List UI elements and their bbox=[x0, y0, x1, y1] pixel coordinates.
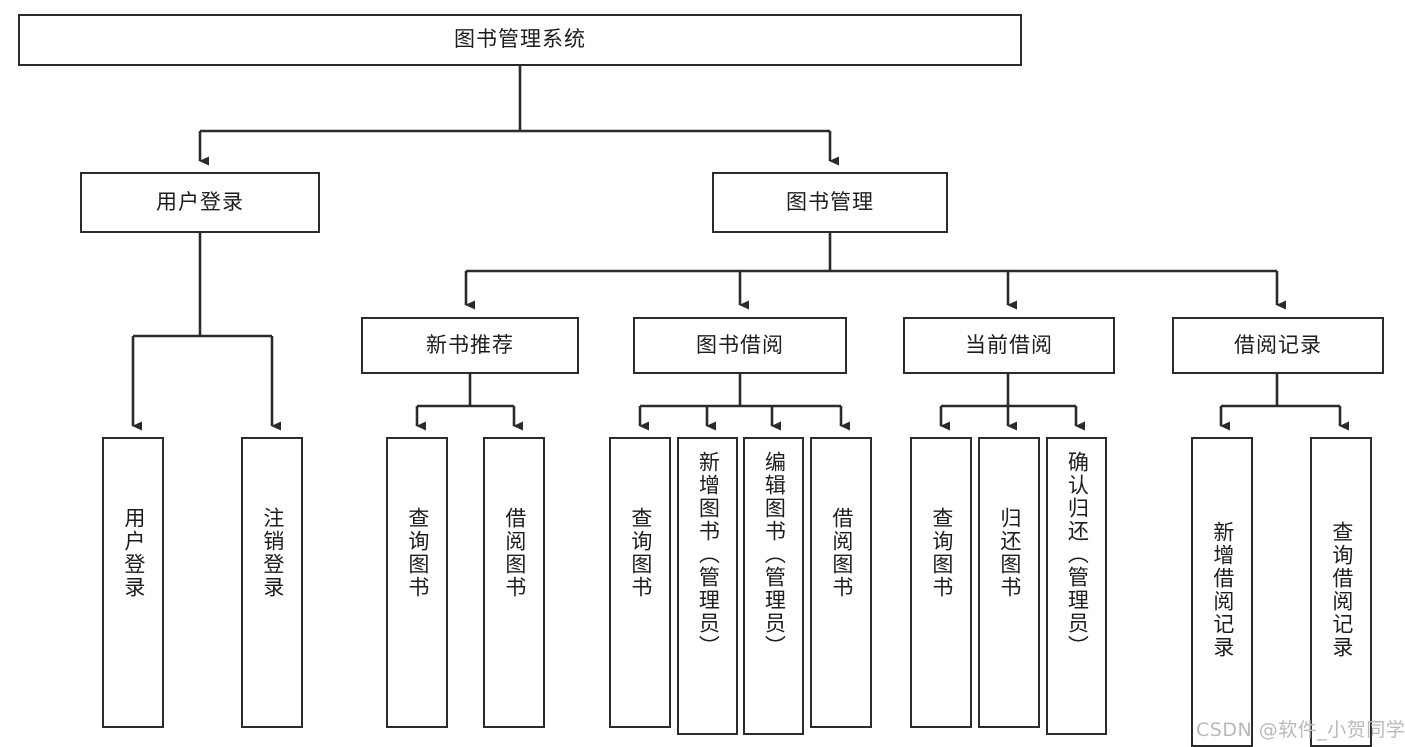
leaf-user-login-logout-label: 注销登录 bbox=[260, 507, 285, 599]
node-borrow-record[interactable]: 借阅记录 bbox=[1172, 317, 1384, 374]
leaf-book-borrow-add[interactable]: 新增图书（管理员） bbox=[677, 437, 738, 735]
node-new-book-recommend-label: 新书推荐 bbox=[426, 332, 514, 357]
leaf-new-book-borrow-label: 借阅图书 bbox=[502, 507, 527, 599]
leaf-current-borrow-return-label: 归还图书 bbox=[997, 507, 1022, 599]
leaf-book-borrow-edit[interactable]: 编辑图书（管理员） bbox=[743, 437, 804, 735]
leaf-user-login-login[interactable]: 用户登录 bbox=[102, 437, 164, 728]
leaf-book-borrow-edit-label: 编辑图书（管理员） bbox=[762, 451, 787, 658]
leaf-current-borrow-confirm[interactable]: 确认归还（管理员） bbox=[1046, 437, 1107, 735]
node-borrow-record-label: 借阅记录 bbox=[1234, 332, 1322, 357]
node-root[interactable]: 图书管理系统 bbox=[18, 14, 1022, 66]
leaf-new-book-query[interactable]: 查询图书 bbox=[386, 437, 448, 728]
node-book-borrow[interactable]: 图书借阅 bbox=[633, 317, 847, 374]
leaf-borrow-record-query-label: 查询借阅记录 bbox=[1329, 521, 1354, 659]
leaf-book-borrow-borrow-label: 借阅图书 bbox=[829, 507, 854, 599]
leaf-borrow-record-add-label: 新增借阅记录 bbox=[1210, 521, 1235, 659]
leaf-book-borrow-add-label: 新增图书（管理员） bbox=[696, 451, 721, 658]
node-book-management[interactable]: 图书管理 bbox=[712, 172, 948, 233]
leaf-current-borrow-query[interactable]: 查询图书 bbox=[910, 437, 972, 728]
node-new-book-recommend[interactable]: 新书推荐 bbox=[361, 317, 579, 374]
node-user-login[interactable]: 用户登录 bbox=[80, 172, 320, 233]
node-root-label: 图书管理系统 bbox=[454, 27, 586, 52]
leaf-new-book-borrow[interactable]: 借阅图书 bbox=[483, 437, 545, 728]
leaf-book-borrow-query-label: 查询图书 bbox=[628, 507, 653, 599]
leaf-current-borrow-return[interactable]: 归还图书 bbox=[978, 437, 1040, 728]
node-current-borrow[interactable]: 当前借阅 bbox=[903, 317, 1115, 374]
node-user-login-label: 用户登录 bbox=[156, 189, 244, 214]
leaf-borrow-record-query[interactable]: 查询借阅记录 bbox=[1310, 437, 1372, 747]
leaf-user-login-login-label: 用户登录 bbox=[121, 507, 146, 599]
leaf-book-borrow-borrow[interactable]: 借阅图书 bbox=[810, 437, 872, 728]
csdn-watermark: CSDN @软件_小贺同学 bbox=[1196, 719, 1405, 741]
leaf-new-book-query-label: 查询图书 bbox=[405, 507, 430, 599]
node-book-management-label: 图书管理 bbox=[786, 189, 874, 214]
leaf-book-borrow-query[interactable]: 查询图书 bbox=[609, 437, 671, 728]
node-current-borrow-label: 当前借阅 bbox=[965, 332, 1053, 357]
leaf-borrow-record-add[interactable]: 新增借阅记录 bbox=[1191, 437, 1253, 747]
leaf-current-borrow-confirm-label: 确认归还（管理员） bbox=[1065, 451, 1090, 658]
node-book-borrow-label: 图书借阅 bbox=[696, 332, 784, 357]
leaf-user-login-logout[interactable]: 注销登录 bbox=[241, 437, 303, 728]
leaf-current-borrow-query-label: 查询图书 bbox=[929, 507, 954, 599]
